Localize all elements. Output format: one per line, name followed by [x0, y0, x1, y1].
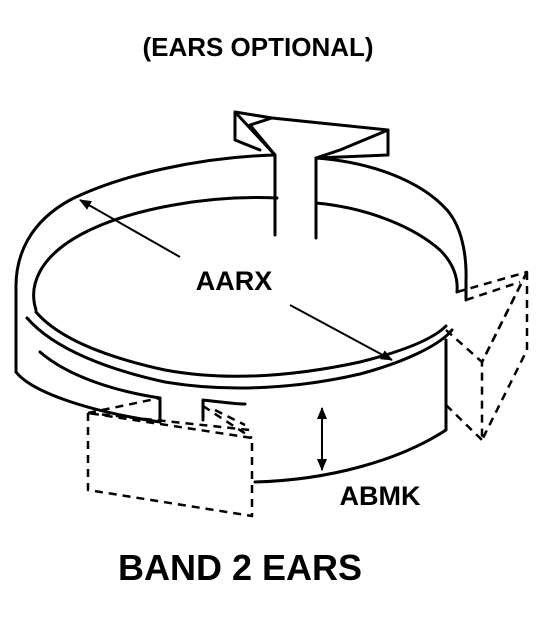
top-ear-left	[233, 110, 277, 237]
diameter-arrow-lower	[289, 304, 393, 361]
inner-rim-top-right	[314, 201, 459, 294]
outer-bottom-right	[253, 338, 448, 484]
outer-rim-right	[314, 156, 468, 284]
top-ears	[233, 110, 390, 240]
inner-rim-top	[32, 196, 279, 312]
band-ring	[14, 153, 468, 484]
diameter-dimension: AARX	[79, 199, 393, 361]
inner-wall-bottom-2	[25, 316, 454, 390]
diagram-title: BAND 2 EARS	[118, 547, 362, 588]
top-ear-right	[270, 116, 390, 240]
inner-wall-bottom	[34, 310, 448, 378]
front-gap-right	[201, 398, 247, 422]
height-label: ABMK	[340, 481, 421, 511]
front-ear-dashed	[86, 396, 254, 518]
header-label: (EARS OPTIONAL)	[142, 32, 373, 62]
diameter-label: AARX	[196, 266, 273, 296]
front-gap-left	[38, 350, 162, 400]
right-ear-dashed	[445, 270, 529, 442]
height-dimension: ABMK	[317, 407, 421, 511]
diameter-arrow-upper	[79, 199, 181, 258]
outer-rim-left	[14, 153, 277, 292]
